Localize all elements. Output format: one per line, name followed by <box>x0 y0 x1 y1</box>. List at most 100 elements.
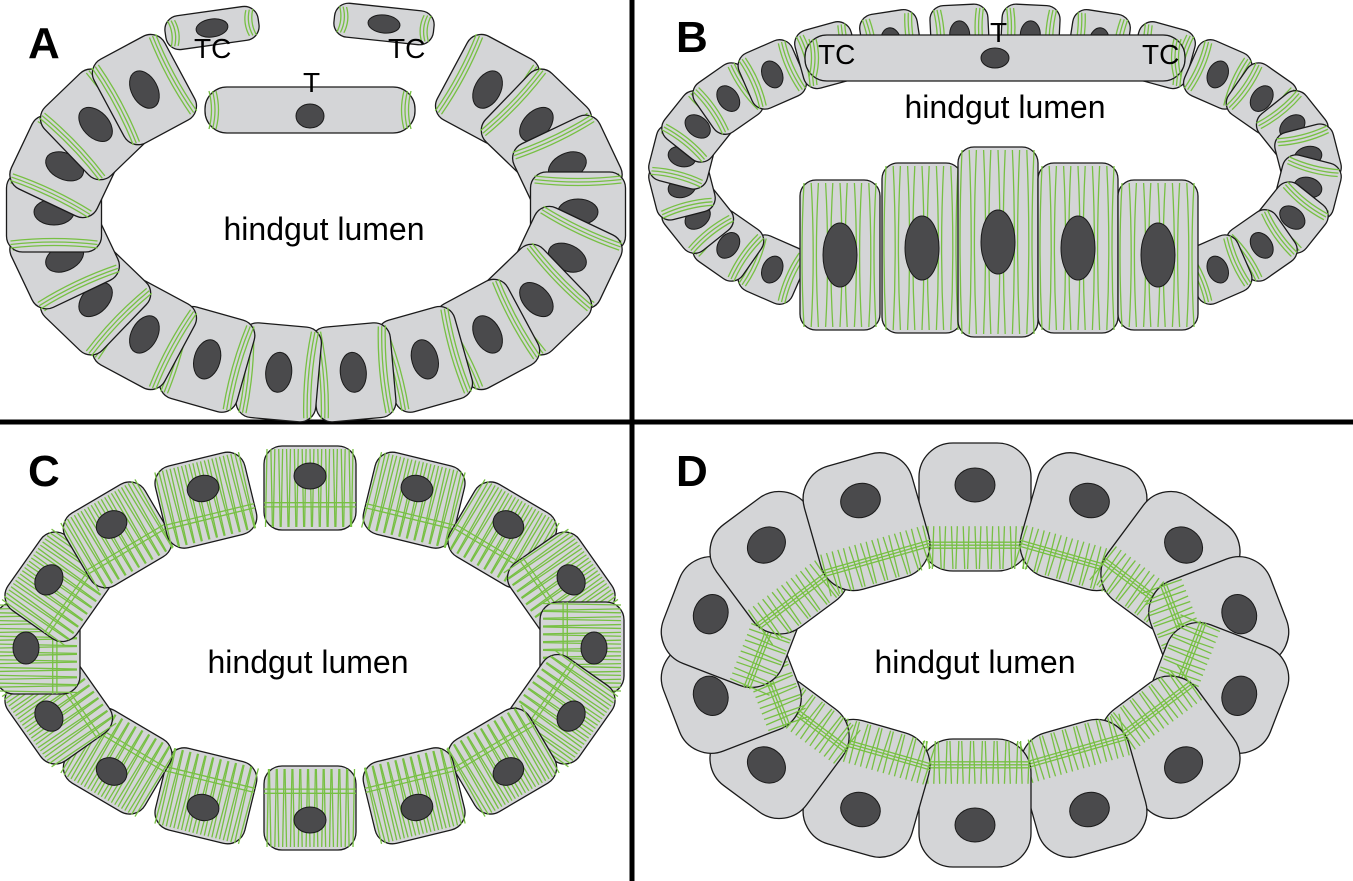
filament <box>148 37 192 115</box>
filament <box>534 178 622 183</box>
filament <box>537 674 603 720</box>
filament <box>804 708 833 743</box>
filament <box>507 535 574 580</box>
panel-d-cell-nucleus <box>1164 526 1204 564</box>
filament <box>1038 736 1051 779</box>
filament <box>208 90 213 130</box>
filament <box>744 639 786 655</box>
filament <box>456 485 496 554</box>
filament <box>518 701 583 749</box>
filament <box>1109 716 1125 758</box>
filament <box>51 722 117 768</box>
filament <box>19 573 84 621</box>
filament <box>454 724 535 773</box>
filament <box>1174 38 1179 78</box>
filament <box>695 89 727 133</box>
filament <box>440 748 462 825</box>
filament <box>937 740 941 784</box>
filament <box>278 448 281 528</box>
filament <box>519 700 585 746</box>
filament <box>91 67 134 146</box>
filament <box>170 20 177 47</box>
filament <box>413 463 432 541</box>
filament <box>180 465 203 542</box>
filament <box>1180 614 1221 633</box>
filament <box>155 312 198 391</box>
filament <box>83 508 126 576</box>
filament <box>336 768 340 848</box>
filament <box>276 768 280 848</box>
filament <box>729 677 770 696</box>
panel-d-cell-filaments <box>1016 713 1130 785</box>
filament <box>542 602 622 606</box>
filament <box>459 740 500 809</box>
filament <box>536 675 601 723</box>
filament <box>225 326 251 411</box>
filament <box>545 662 610 710</box>
panel-a-cell-nucleus <box>472 315 503 354</box>
filament <box>331 768 335 848</box>
panel-a-cell-filaments <box>91 33 198 146</box>
filament <box>297 768 301 848</box>
filament <box>15 579 79 627</box>
filament <box>690 217 732 252</box>
filament <box>809 563 838 598</box>
filament <box>785 581 812 618</box>
filament <box>188 755 207 833</box>
filament <box>484 72 547 137</box>
filament <box>512 541 578 587</box>
filament <box>771 591 800 627</box>
filament <box>541 668 608 714</box>
filament <box>1119 182 1123 328</box>
filament <box>352 768 356 848</box>
filament <box>226 764 245 842</box>
filament <box>1187 41 1210 90</box>
filament <box>997 526 1001 570</box>
filament <box>1096 549 1122 586</box>
filament <box>33 697 99 742</box>
filament <box>421 466 443 543</box>
filament <box>114 491 154 560</box>
filament <box>6 592 70 640</box>
filament <box>422 15 429 42</box>
filament <box>375 454 394 532</box>
filament <box>319 448 323 528</box>
filament <box>780 41 803 90</box>
panel-d-cell-nucleus <box>1221 675 1258 716</box>
panel-a-tc-left-cell-nucleus <box>195 18 229 38</box>
filament <box>1033 530 1045 573</box>
filament <box>734 666 775 685</box>
filament <box>1027 739 1040 782</box>
filament <box>1167 671 1193 708</box>
filament <box>44 112 106 177</box>
filament <box>1013 525 1028 567</box>
filament <box>940 165 945 331</box>
filament <box>542 634 622 637</box>
panel-b-letter: B <box>676 13 708 62</box>
filament <box>364 765 455 789</box>
filament <box>437 35 481 113</box>
filament <box>848 721 861 764</box>
filament <box>865 727 880 769</box>
filament <box>1175 625 1216 644</box>
panel-b-t-cell <box>804 34 1186 82</box>
filament <box>1261 213 1292 257</box>
filament <box>825 552 841 594</box>
filament <box>500 716 540 786</box>
filament <box>155 33 198 112</box>
filament <box>10 237 98 242</box>
filament <box>808 38 813 78</box>
panel-b-cell-nucleus <box>1249 232 1274 259</box>
filament <box>738 655 779 674</box>
panel-d-cell-nucleus <box>692 594 729 635</box>
filament <box>207 760 229 837</box>
filament <box>899 531 912 574</box>
filament <box>828 724 854 761</box>
filament <box>837 549 852 591</box>
filament <box>376 455 398 532</box>
filament <box>164 770 255 794</box>
filament <box>117 738 157 807</box>
filament <box>1084 723 1096 766</box>
filament <box>1009 526 1013 570</box>
filament <box>127 483 168 552</box>
